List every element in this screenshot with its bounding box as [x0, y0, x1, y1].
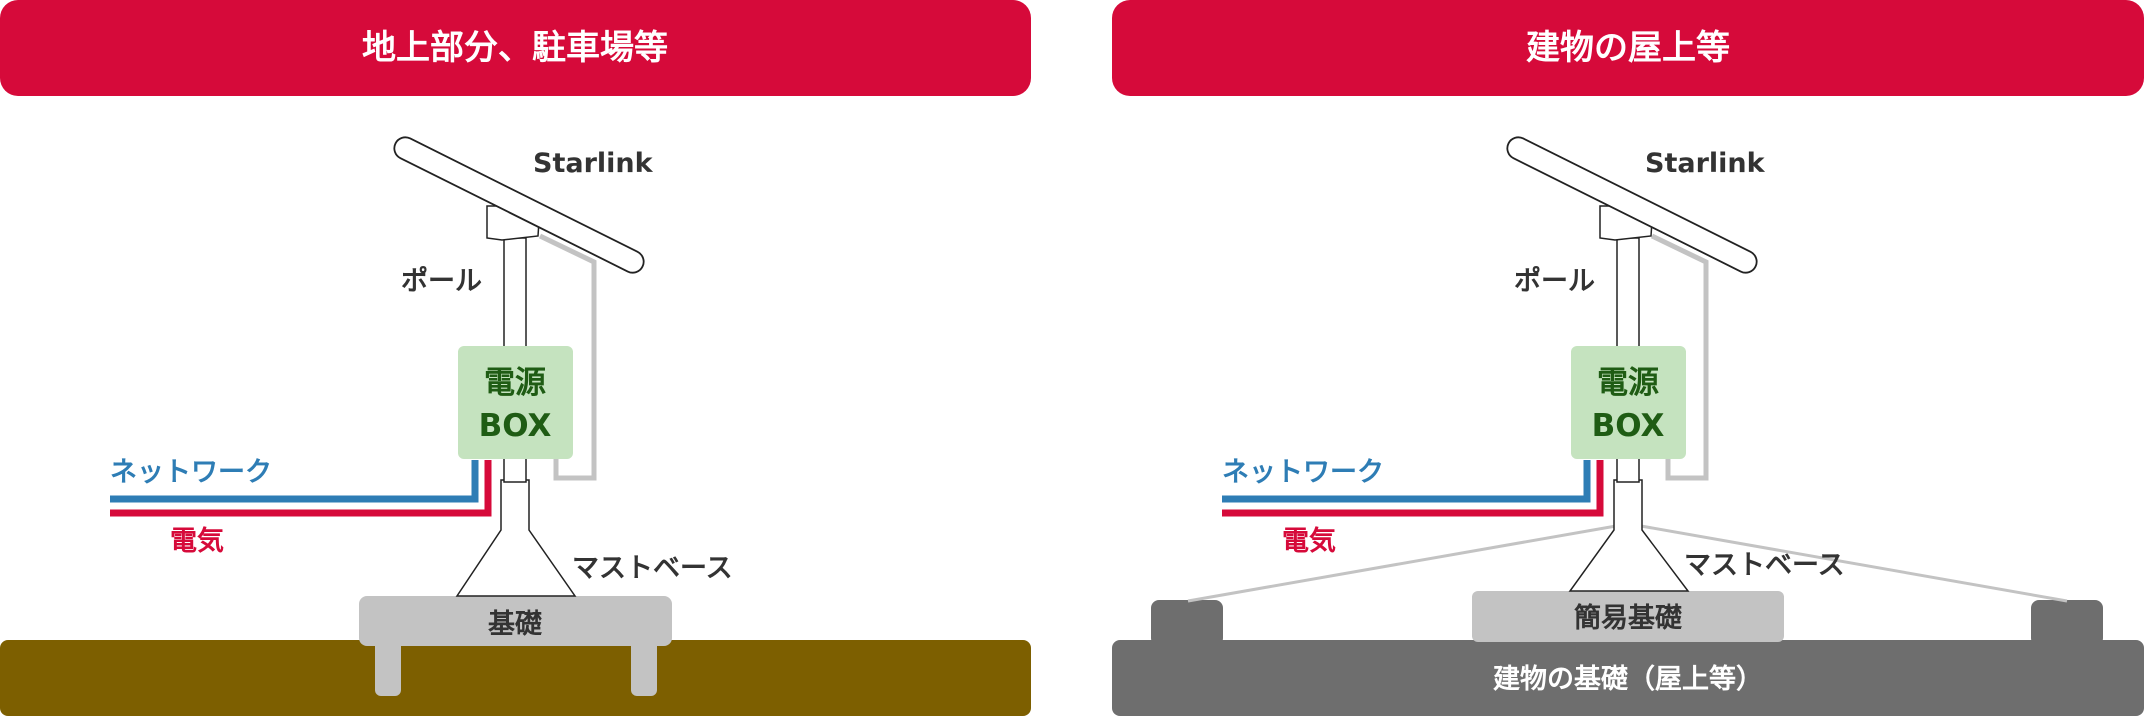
right-guy-wire-right	[1640, 524, 2068, 603]
right-pole-lower	[1616, 455, 1640, 483]
left-pole-lower	[503, 455, 527, 483]
right-building-base-label: 建物の基礎（屋上等）	[1493, 663, 1763, 695]
left-pole-label: ポール	[401, 266, 482, 297]
right-starlink-label: Starlink	[1645, 148, 1766, 179]
left-foundation-leg-left	[375, 630, 401, 696]
right-power-box-label-line2: BOX	[1592, 408, 1665, 444]
right-network-label: ネットワーク	[1222, 457, 1384, 488]
left-header-bar	[0, 0, 1031, 96]
right-mast-base-label: マストベース	[1684, 550, 1845, 581]
right-anchor-block-right	[2031, 600, 2103, 646]
left-power-box-label-line1: 電源	[484, 365, 546, 401]
left-starlink-dish	[393, 136, 645, 274]
left-electric-label: 電気	[170, 525, 224, 557]
left-power-box-label-line2: BOX	[479, 408, 552, 444]
left-dish-cable	[538, 233, 597, 481]
left-header-title: 地上部分、駐車場等	[362, 28, 668, 68]
left-foundation	[359, 596, 672, 646]
right-mast-base	[1568, 479, 1690, 592]
left-ground	[0, 640, 1031, 716]
right-power-box	[1571, 346, 1686, 459]
left-mast-base	[455, 479, 577, 597]
right-pole	[1616, 237, 1640, 349]
right-simple-foundation	[1472, 591, 1784, 642]
left-foundation-label: 基礎	[488, 609, 542, 640]
right-pole-label: ポール	[1514, 266, 1595, 297]
panel-ground-installation: 地上部分、駐車場等 基礎 マストベース ネットワーク 電気 電源 BOX Sta…	[0, 0, 1031, 716]
right-header-bar	[1112, 0, 2144, 96]
right-starlink-dish	[1506, 136, 1758, 274]
left-foundation-leg-right	[631, 630, 657, 696]
left-pole	[503, 237, 527, 349]
left-electric-cable	[110, 460, 492, 517]
panel-rooftop-installation: 建物の屋上等 建物の基礎（屋上等） 簡易基礎 マストベース ネットワーク 電気 …	[1112, 0, 2144, 716]
right-simple-foundation-label: 簡易基礎	[1574, 602, 1682, 634]
left-starlink-label: Starlink	[533, 148, 654, 179]
right-building-base	[1112, 640, 2144, 716]
right-guy-wire-left	[1187, 524, 1617, 603]
right-network-cable	[1222, 460, 1591, 503]
left-network-cable	[110, 460, 479, 503]
right-anchor-block-left	[1151, 600, 1223, 646]
right-electric-label: 電気	[1282, 525, 1336, 557]
right-electric-cable	[1222, 460, 1604, 517]
left-mast-base-label: マストベース	[572, 553, 733, 584]
left-network-label: ネットワーク	[110, 457, 272, 488]
left-power-box	[458, 346, 573, 459]
right-header-title: 建物の屋上等	[1526, 28, 1730, 68]
right-power-box-label-line1: 電源	[1597, 365, 1659, 401]
right-dish-cable	[1650, 233, 1709, 481]
